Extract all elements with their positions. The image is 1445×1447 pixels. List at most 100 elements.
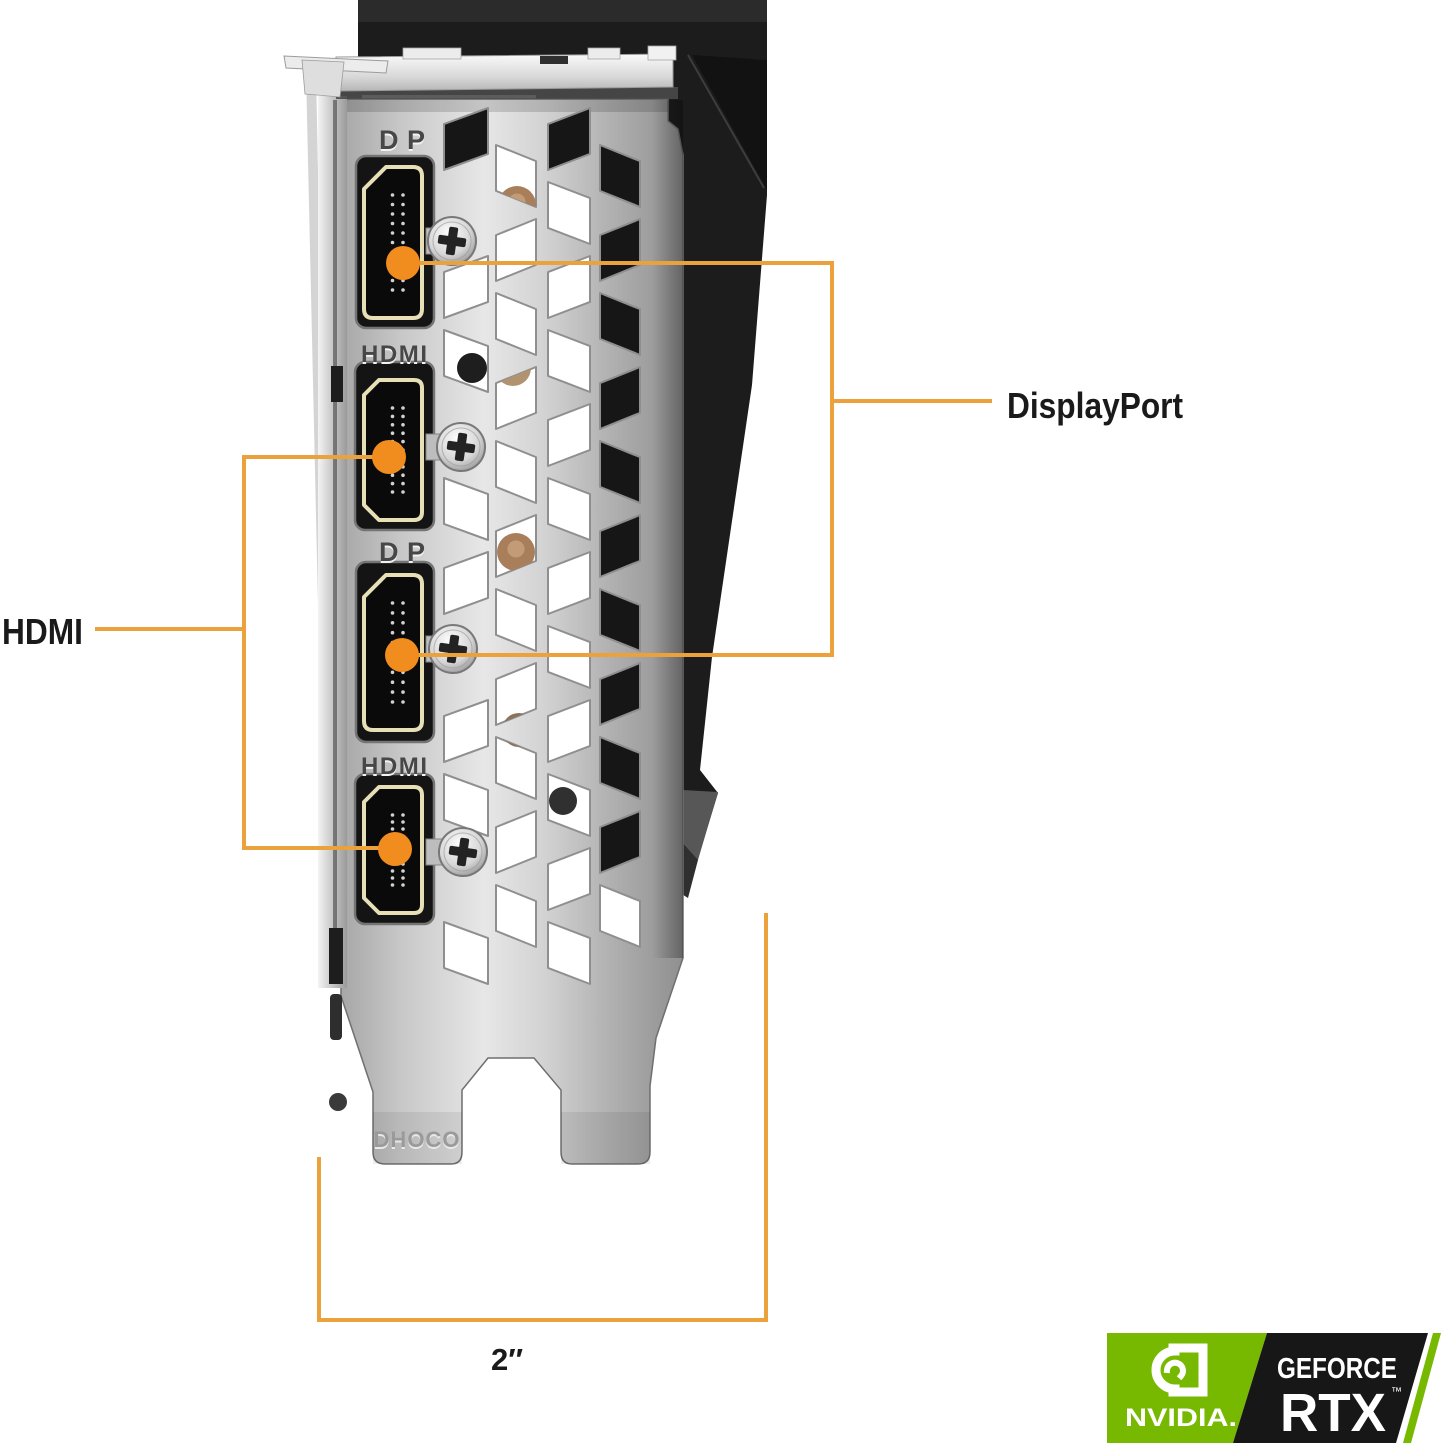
trademark-symbol: ™ <box>1391 1386 1402 1398</box>
foot-shade-right <box>561 1112 650 1164</box>
card-gray-flap <box>676 790 718 860</box>
connector-pin <box>390 288 395 292</box>
connector-pin <box>390 481 395 486</box>
connector-pin <box>390 240 395 245</box>
vent-hole <box>547 699 591 763</box>
geforce-wordmark: GEFORCE <box>1277 1353 1397 1385</box>
vent-hole <box>443 551 489 615</box>
connector-pin <box>401 212 405 216</box>
connector-pin <box>401 439 405 444</box>
connector-pin <box>390 193 395 197</box>
hdmi-label-1: HDMI <box>361 341 427 368</box>
lip-tab-2 <box>587 47 621 60</box>
connector-pin <box>401 288 405 292</box>
hdmi-label-2-highlight: HDMI <box>361 755 427 782</box>
vent-hole <box>495 440 537 504</box>
io-bracket: DP DP HDMI HDMI DP DP HDMI HDMI DHOCO DH… <box>283 45 684 1165</box>
connector-pin <box>401 700 405 704</box>
lip-tab-1 <box>402 47 462 60</box>
vent-hole <box>547 921 591 985</box>
vent-hole <box>443 773 489 837</box>
inner-component <box>549 787 577 815</box>
connector-pin <box>390 690 395 694</box>
connector-pin <box>390 883 395 887</box>
connector-pin <box>401 221 405 226</box>
lip-slot <box>540 56 568 64</box>
connector-pin <box>401 630 405 635</box>
hdmi-label: HDMI <box>2 611 83 652</box>
vent-hole <box>599 736 641 800</box>
badge-black-panel <box>1233 1333 1428 1443</box>
vent-hole <box>495 588 537 652</box>
connector-pin <box>390 611 395 615</box>
connector-pin <box>401 813 405 817</box>
phillips-screw-icon <box>438 827 488 877</box>
connector-pin <box>390 431 395 436</box>
vent-hole <box>547 847 591 911</box>
phillips-screw-icon <box>427 216 477 266</box>
connector-pin <box>401 611 405 615</box>
connector-pin <box>401 240 405 245</box>
vent-hole <box>599 662 641 726</box>
bracket-right-shading <box>652 100 683 958</box>
connector-pin <box>390 601 395 605</box>
hdmi-callout-line <box>95 455 395 850</box>
connector-pin <box>390 876 395 880</box>
hdmi-2-dot <box>378 832 412 866</box>
connector-pin <box>401 690 405 694</box>
connector-pin <box>401 680 405 684</box>
connector-pin <box>390 231 395 235</box>
bracket-notch-3 <box>330 994 342 1040</box>
connector-pin <box>390 869 395 873</box>
connector-pin <box>401 423 405 427</box>
connector-pin <box>401 820 405 824</box>
vent-hole <box>547 403 591 467</box>
phillips-screw-icon <box>436 422 486 472</box>
connector-pin <box>390 670 395 675</box>
width-dimension-line <box>317 913 768 1322</box>
vent-hole <box>547 477 591 541</box>
connector-pin <box>401 431 405 436</box>
vent-hole <box>547 551 591 615</box>
card-facet-edge <box>687 54 765 189</box>
bracket-top-shadow <box>340 99 668 112</box>
vent-hole <box>599 366 641 430</box>
bracket-notch-2 <box>329 928 343 984</box>
connector-pin <box>390 827 395 831</box>
vent-hole <box>599 292 641 356</box>
connector-pin <box>390 414 395 419</box>
standoff-highlight <box>507 540 525 558</box>
vent-hole <box>443 477 489 541</box>
connector-pin <box>401 883 405 887</box>
bracket-stamp-highlight: DHOCO <box>374 1129 461 1154</box>
connector-pin <box>401 481 405 486</box>
card-facet <box>692 55 767 190</box>
connector-pin <box>401 473 405 478</box>
connector-pin <box>390 406 395 410</box>
connector-pin <box>390 813 395 817</box>
connector-pin <box>401 621 405 625</box>
callout-lines <box>95 246 992 1322</box>
connector-pin <box>401 231 405 235</box>
displayport-1-dot <box>386 246 420 280</box>
connector-pin <box>401 202 405 207</box>
connector-pin <box>390 490 395 494</box>
rtx-wordmark: RTX <box>1280 1383 1386 1443</box>
connector-pin <box>390 700 395 704</box>
hdmi-label-2: HDMI <box>361 753 427 780</box>
connector-pin <box>401 601 405 605</box>
width-dimension-label: 2″ <box>490 1342 524 1377</box>
vent-hole <box>443 107 489 171</box>
vent-hole <box>599 810 641 874</box>
bracket-rivet <box>329 1093 347 1111</box>
connector-pin <box>390 680 395 684</box>
connector-pin <box>390 423 395 427</box>
connector-pin <box>401 406 405 410</box>
hdmi-label-1-highlight: HDMI <box>361 343 427 370</box>
connector-pin <box>401 869 405 873</box>
vent-hole <box>599 144 641 208</box>
mounting-ear-fold <box>301 59 345 98</box>
bracket-stamp: DHOCO <box>374 1127 461 1152</box>
